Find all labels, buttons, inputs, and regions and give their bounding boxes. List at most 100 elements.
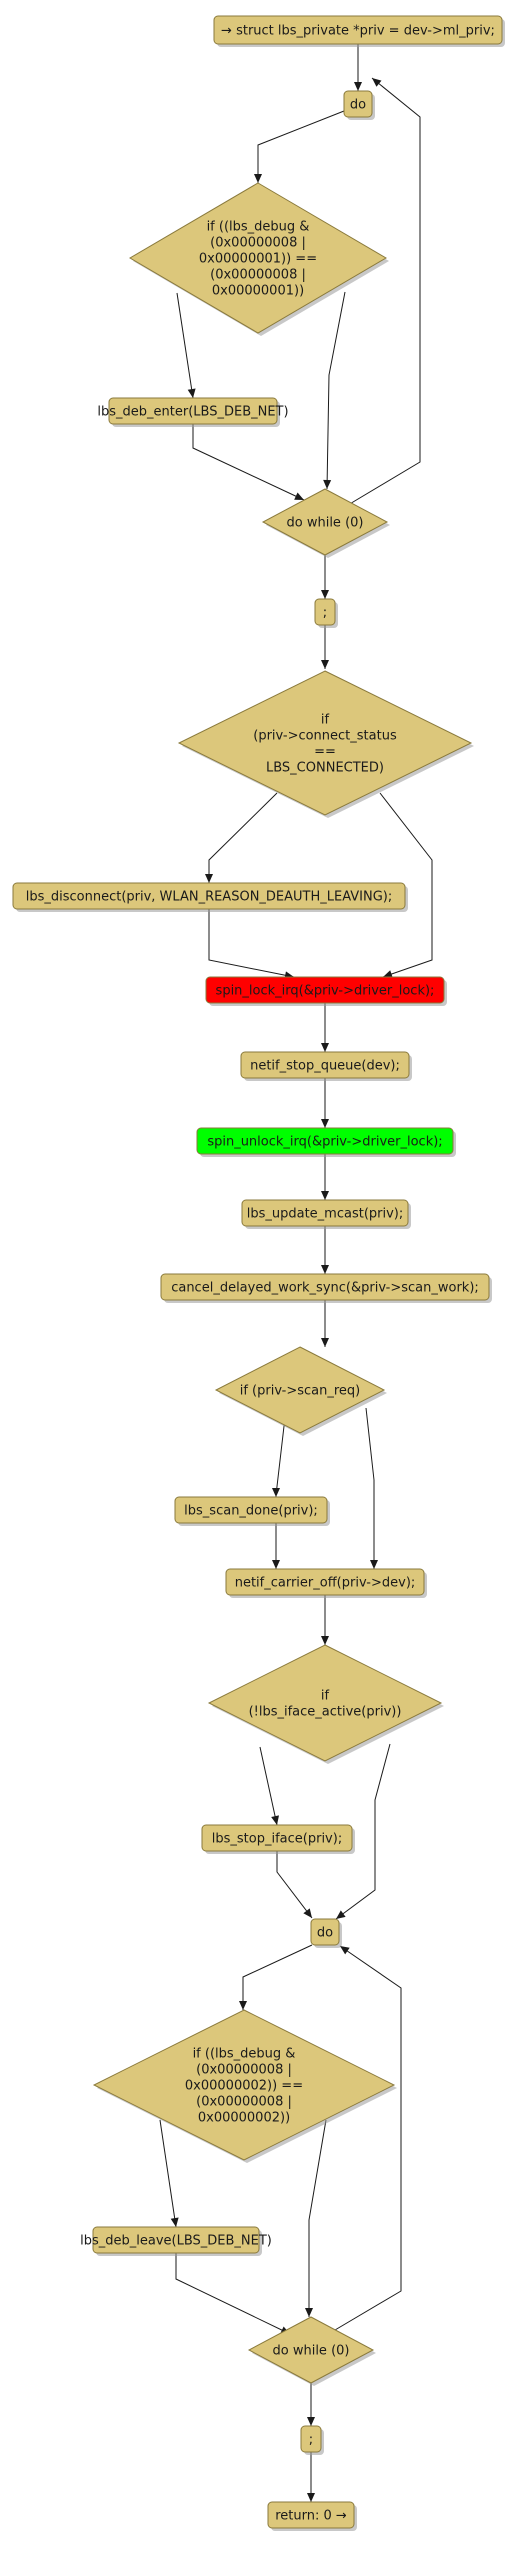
node-box: [310, 1918, 340, 1946]
node-box: [174, 1496, 328, 1524]
arrowhead: [321, 1043, 329, 1052]
arrowhead: [354, 82, 362, 91]
node-semi2: ;: [300, 2425, 324, 2455]
node-deb-enter: lbs_deb_enter(LBS_DEB_NET): [97, 397, 289, 427]
node-label: 0x00000002)) ==: [185, 2079, 303, 2094]
node-box: [201, 1824, 353, 1852]
decision-iface-cond: if(!lbs_iface_active(priv)): [207, 1644, 444, 1764]
flow-edge: [365, 1407, 375, 1569]
arrowhead: [303, 1908, 312, 1918]
arrowhead: [307, 2493, 315, 2502]
node-box: [314, 598, 336, 626]
flow-edge: [257, 110, 345, 183]
node-label: if: [321, 713, 330, 728]
decision-shape: [92, 2009, 396, 2161]
node-label: ==: [314, 745, 336, 760]
arrowhead: [321, 1191, 329, 1200]
node-spin-lock: spin_lock_irq(&priv->driver_lock);: [205, 976, 447, 1006]
flow-edge: [242, 1944, 313, 2010]
node-label: → struct lbs_private *priv = dev->ml_pri…: [221, 24, 495, 39]
node-label: (0x00000008 |: [196, 2095, 292, 2110]
flow-edge: [334, 1945, 402, 2331]
node-box: [300, 2425, 322, 2453]
arrowhead: [370, 1560, 378, 1569]
arrowhead: [340, 1946, 350, 1955]
node-cancel-work: cancel_delayed_work_sync(&priv->scan_wor…: [160, 1273, 492, 1303]
node-label: do: [317, 1926, 333, 1941]
arrowhead: [321, 660, 329, 669]
flow-edge: [208, 909, 295, 978]
decision-debug-leave-cond: if ((lbs_debug & (0x00000008 |0x00000002)…: [92, 2009, 397, 2163]
arrowhead: [323, 479, 332, 489]
node-label: LBS_CONNECTED): [266, 761, 384, 776]
node-label: lbs_stop_iface(priv);: [212, 1832, 342, 1847]
node-label: lbs_scan_done(priv);: [184, 1504, 318, 1519]
node-label: (0x00000008 |: [210, 268, 306, 283]
arrowhead: [305, 2308, 313, 2317]
arrowhead: [307, 2417, 315, 2426]
node-box: [241, 1199, 409, 1227]
decision-shape: [214, 1346, 386, 1434]
node-box: [343, 90, 373, 118]
node-label: 0x00000002)): [198, 2111, 290, 2126]
node-box: [160, 1273, 490, 1301]
flow-edge: [379, 792, 433, 978]
node-label: if ((lbs_debug &: [207, 220, 310, 235]
node-box: [108, 397, 278, 425]
arrowhead: [321, 1636, 329, 1645]
flow-nodes: → struct lbs_private *priv = dev->ml_pri…: [12, 15, 505, 2531]
arrowhead: [272, 1488, 280, 1497]
arrowhead: [321, 590, 329, 599]
node-box: [267, 2501, 355, 2529]
node-stop-iface: lbs_stop_iface(priv);: [201, 1824, 355, 1854]
flow-edge: [176, 292, 194, 399]
flow-edge: [335, 1743, 391, 1920]
flow-edge: [175, 2253, 291, 2335]
node-label: lbs_disconnect(priv, WLAN_REASON_DEAUTH_…: [26, 890, 393, 905]
decision-connect-cond: if(priv->connect_status==LBS_CONNECTED): [177, 670, 474, 818]
node-label: if ((lbs_debug &: [193, 2047, 296, 2062]
node-label: spin_lock_irq(&priv->driver_lock);: [216, 984, 435, 999]
flow-edge: [208, 792, 278, 883]
node-label: if: [321, 1689, 330, 1704]
decision-while2: do while (0): [247, 2316, 376, 2386]
node-carrier-off: netif_carrier_off(priv->dev);: [225, 1568, 427, 1598]
decision-while1: do while (0): [261, 488, 390, 558]
flow-edge: [326, 291, 346, 490]
arrowhead: [187, 388, 196, 398]
node-deb-leave: lbs_deb_leave(LBS_DEB_NET): [80, 2226, 272, 2256]
node-scan-done: lbs_scan_done(priv);: [174, 1496, 330, 1526]
node-label: netif_stop_queue(dev);: [250, 1059, 400, 1074]
node-do1: do: [343, 90, 375, 120]
decision-shape: [129, 182, 387, 334]
flow-edge: [347, 77, 421, 506]
node-box: [196, 1127, 454, 1155]
decision-scan-cond: if (priv->scan_req): [214, 1346, 387, 1436]
decision-shape: [261, 488, 389, 556]
arrowhead: [239, 2001, 247, 2010]
flow-edge: [276, 1851, 313, 1919]
node-label: ;: [323, 606, 327, 621]
arrowhead: [272, 1560, 280, 1569]
node-label: (!lbs_iface_active(priv)): [249, 1705, 402, 1720]
node-box: [12, 882, 406, 910]
flow-edge: [259, 1746, 278, 1826]
node-label: ;: [309, 2433, 313, 2448]
node-label: (priv->connect_status: [253, 729, 397, 744]
arrowhead: [254, 174, 262, 183]
node-label: lbs_deb_leave(LBS_DEB_NET): [80, 2234, 272, 2249]
node-label: lbs_update_mcast(priv);: [247, 1207, 404, 1222]
node-label: 0x00000001)): [212, 284, 304, 299]
arrowhead: [205, 874, 213, 883]
decision-shape: [207, 1644, 443, 1762]
node-label: spin_unlock_irq(&priv->driver_lock);: [207, 1135, 442, 1150]
decision-shape: [177, 670, 473, 816]
node-label: (0x00000008 |: [210, 236, 306, 251]
arrowhead: [383, 970, 393, 978]
arrowhead: [336, 1910, 346, 1919]
node-label: do: [350, 98, 366, 113]
node-box: [225, 1568, 425, 1596]
node-label: cancel_delayed_work_sync(&priv->scan_wor…: [171, 1281, 479, 1296]
arrowhead: [271, 1815, 279, 1825]
